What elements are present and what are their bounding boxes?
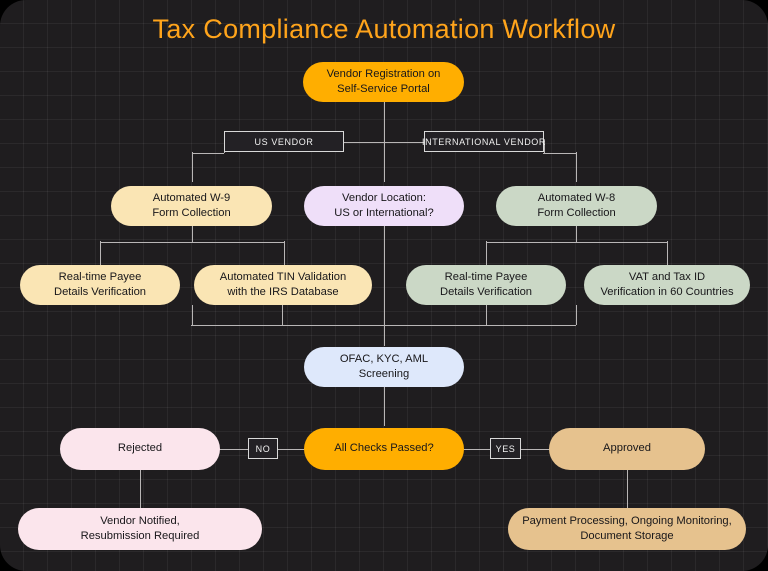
connector-rejected-down bbox=[139, 470, 141, 508]
connector-center-to-location bbox=[383, 142, 385, 182]
node-vendor-registration-label: Vendor Registration on Self-Service Port… bbox=[326, 67, 441, 95]
connector-intl-down-a bbox=[543, 141, 545, 153]
connector-approved-down bbox=[626, 470, 628, 508]
edge-label-no: NO bbox=[248, 438, 278, 459]
connector-to-vat bbox=[666, 241, 668, 266]
node-rejected-label: Rejected bbox=[117, 442, 163, 455]
node-payment-processing[interactable]: Payment Processing, Ongoing Monitoring, … bbox=[508, 508, 746, 550]
connector-no-left-a bbox=[219, 448, 249, 450]
connector-w8-split bbox=[486, 241, 667, 243]
node-vendor-notified-label: Vendor Notified, Resubmission Required bbox=[80, 514, 200, 542]
node-rejected[interactable]: Rejected bbox=[60, 428, 220, 470]
edge-label-no-text: NO bbox=[255, 443, 271, 454]
node-automated-w8[interactable]: Automated W-8 Form Collection bbox=[496, 186, 657, 226]
edge-label-yes-text: YES bbox=[495, 443, 516, 454]
node-vat-tax-id-verification-label: VAT and Tax ID Verification in 60 Countr… bbox=[600, 270, 734, 298]
connector-yes-right-b bbox=[520, 448, 550, 450]
node-ofac-kyc-aml-screening-label: OFAC, KYC, AML Screening bbox=[339, 352, 429, 380]
connector-no-left-b bbox=[277, 448, 305, 450]
connector-us-down-b bbox=[191, 152, 193, 182]
connector-vat-down bbox=[575, 305, 577, 325]
connector-us-left bbox=[192, 152, 224, 154]
node-payment-processing-label: Payment Processing, Ongoing Monitoring, … bbox=[522, 514, 732, 542]
node-vendor-location-decision-label: Vendor Location: US or International? bbox=[334, 191, 434, 219]
node-payee-verification-intl[interactable]: Real-time Payee Details Verification bbox=[406, 265, 566, 305]
connector-tin-down bbox=[281, 305, 283, 325]
node-vendor-location-decision[interactable]: Vendor Location: US or International? bbox=[304, 186, 464, 226]
connector-to-payee-us bbox=[99, 241, 101, 266]
edge-label-international-vendor-text: INTERNATIONAL VENDOR bbox=[422, 136, 547, 147]
connector-payee-intl-down bbox=[485, 305, 487, 325]
node-vendor-notified[interactable]: Vendor Notified, Resubmission Required bbox=[18, 508, 262, 550]
node-payee-verification-us-label: Real-time Payee Details Verification bbox=[53, 270, 147, 298]
edge-label-yes: YES bbox=[490, 438, 521, 459]
node-vendor-registration[interactable]: Vendor Registration on Self-Service Port… bbox=[303, 62, 464, 102]
connector-converge-horizontal bbox=[191, 324, 576, 326]
connector-to-tin bbox=[283, 241, 285, 266]
node-all-checks-passed[interactable]: All Checks Passed? bbox=[304, 428, 464, 470]
node-automated-w8-label: Automated W-8 Form Collection bbox=[537, 191, 616, 219]
node-automated-w9-label: Automated W-9 Form Collection bbox=[152, 191, 231, 219]
node-approved-label: Approved bbox=[603, 442, 651, 455]
connector-w9-down bbox=[191, 226, 193, 242]
node-tin-validation[interactable]: Automated TIN Validation with the IRS Da… bbox=[194, 265, 372, 305]
connector-w8-down bbox=[575, 226, 577, 242]
connector-to-payee-intl bbox=[485, 241, 487, 266]
node-payee-verification-intl-label: Real-time Payee Details Verification bbox=[439, 270, 533, 298]
node-automated-w9[interactable]: Automated W-9 Form Collection bbox=[111, 186, 272, 226]
node-payee-verification-us[interactable]: Real-time Payee Details Verification bbox=[20, 265, 180, 305]
node-tin-validation-label: Automated TIN Validation with the IRS Da… bbox=[219, 270, 347, 298]
connector-w9-split bbox=[100, 241, 284, 243]
connector-payee-us-down bbox=[191, 305, 193, 325]
connector-location-to-screening bbox=[383, 226, 385, 346]
edge-label-international-vendor: INTERNATIONAL VENDOR bbox=[422, 131, 547, 152]
connector-intl-down-b bbox=[575, 152, 577, 182]
edge-label-us-vendor: US VENDOR bbox=[224, 131, 344, 152]
node-approved[interactable]: Approved bbox=[549, 428, 705, 470]
node-vat-tax-id-verification[interactable]: VAT and Tax ID Verification in 60 Countr… bbox=[584, 265, 750, 305]
edge-label-us-vendor-text: US VENDOR bbox=[254, 136, 314, 147]
node-all-checks-passed-label: All Checks Passed? bbox=[334, 442, 434, 455]
connector-intl-right bbox=[543, 152, 577, 154]
connector-screening-to-decision bbox=[383, 387, 385, 426]
page-title: Tax Compliance Automation Workflow bbox=[152, 14, 616, 44]
node-ofac-kyc-aml-screening[interactable]: OFAC, KYC, AML Screening bbox=[304, 347, 464, 387]
connector-yes-right-a bbox=[463, 448, 491, 450]
connector-start-down bbox=[383, 102, 385, 142]
